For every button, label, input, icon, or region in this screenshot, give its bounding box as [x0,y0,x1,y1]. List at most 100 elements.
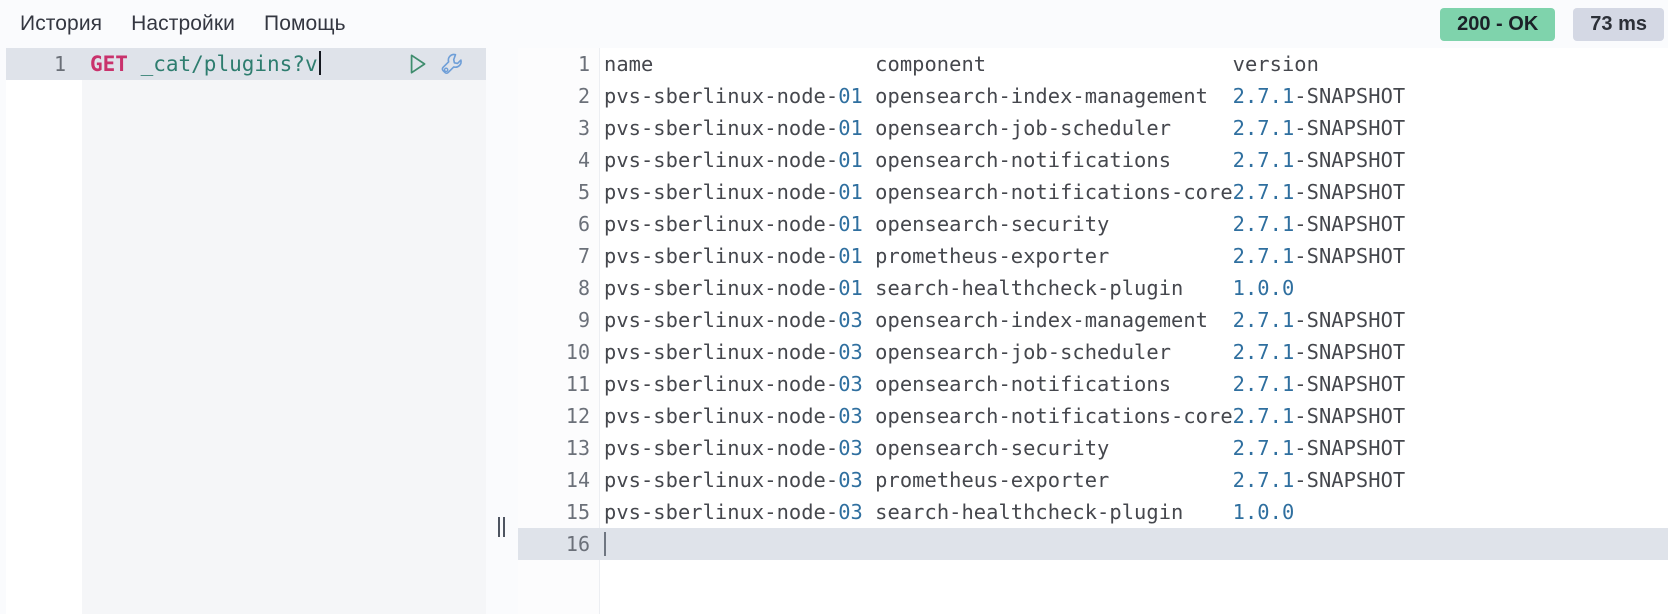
response-line: 4 pvs-sberlinux-node-01 opensearch-notifi… [518,144,1668,176]
numeric-token: 2.7.1 [1232,244,1295,268]
response-header-row: name component version [604,52,1319,76]
response-data-row: pvs-sberlinux-node-03 prometheus-exporte… [604,468,1406,492]
text-cursor [318,51,321,75]
request-line-number: 1 [53,52,66,76]
top-bar: История Настройки Помощь 200 - OK 73 ms [0,0,1668,48]
response-data-row: pvs-sberlinux-node-03 opensearch-securit… [604,436,1406,460]
request-action-icons [404,48,465,80]
response-data-row: pvs-sberlinux-node-01 opensearch-notific… [604,180,1406,204]
response-gutter-edge [599,48,600,614]
pane-divider [492,48,518,614]
numeric-token: 2.7.1 [1232,404,1295,428]
numeric-token: 2.7.1 [1232,180,1295,204]
response-line-number: 13 [565,436,590,460]
status-badge-response-code: 200 - OK [1440,7,1556,41]
response-text-cursor [604,532,606,556]
response-gutter [518,48,600,614]
response-data-row: pvs-sberlinux-node-03 opensearch-notific… [604,372,1406,396]
response-data-row: pvs-sberlinux-node-03 opensearch-job-sch… [604,340,1406,364]
response-pane[interactable]: 1 name component version 2 pvs-sberlinux-no… [518,48,1668,614]
response-line: 13 pvs-sberlinux-node-03 opensearch-secur… [518,432,1668,464]
numeric-token: 01 [838,276,863,300]
numeric-token: 2.7.1 [1232,212,1295,236]
request-method: GET [90,52,128,76]
response-line: 16 [518,528,1668,560]
response-line: 2 pvs-sberlinux-node-01 opensearch-index-… [518,80,1668,112]
request-code-line[interactable]: GET _cat/plugins?v [90,48,321,80]
numeric-token: 2.7.1 [1232,84,1295,108]
pane-resize-handle[interactable] [495,515,507,539]
numeric-token: 2.7.1 [1232,308,1295,332]
numeric-token: 01 [838,180,863,204]
response-line-number: 5 [577,180,590,204]
response-data-row: pvs-sberlinux-node-01 prometheus-exporte… [604,244,1406,268]
response-line-number: 9 [577,308,590,332]
response-line-number: 8 [577,276,590,300]
response-line-number: 1 [577,52,590,76]
request-content [82,48,486,614]
response-line: 1 name component version [518,48,1668,80]
numeric-token: 1.0.0 [1232,500,1295,524]
play-icon[interactable] [404,51,430,77]
numeric-token: 03 [838,404,863,428]
response-data-row: pvs-sberlinux-node-01 opensearch-job-sch… [604,116,1406,140]
response-line-number: 10 [565,340,590,364]
numeric-token: 2.7.1 [1232,372,1295,396]
numeric-token: 01 [838,148,863,172]
wrench-icon[interactable] [439,51,465,77]
numeric-token: 03 [838,436,863,460]
response-line: 9 pvs-sberlinux-node-03 opensearch-index-… [518,304,1668,336]
response-line: 12 pvs-sberlinux-node-03 opensearch-notif… [518,400,1668,432]
request-pane: 1 GET _cat/plugins?v [0,48,492,614]
numeric-token: 01 [838,84,863,108]
response-line-number: 14 [565,468,590,492]
response-line-number: 11 [565,372,590,396]
response-data-row: pvs-sberlinux-node-01 search-healthcheck… [604,276,1295,300]
response-data-row: pvs-sberlinux-node-01 opensearch-notific… [604,148,1406,172]
response-line-number: 4 [577,148,590,172]
response-data-row: pvs-sberlinux-node-01 opensearch-index-m… [604,84,1406,108]
request-gutter [6,48,82,614]
numeric-token: 2.7.1 [1232,468,1295,492]
response-line-number: 15 [565,500,590,524]
response-lines: 1 name component version 2 pvs-sberlinux-no… [518,48,1668,614]
numeric-token: 03 [838,308,863,332]
response-line: 5 pvs-sberlinux-node-01 opensearch-notifi… [518,176,1668,208]
numeric-token: 2.7.1 [1232,148,1295,172]
resize-bar [502,517,505,537]
menu-item-help[interactable]: Помощь [264,12,346,35]
numeric-token: 2.7.1 [1232,436,1295,460]
request-editor[interactable]: 1 GET _cat/plugins?v [6,48,486,614]
response-line-number: 6 [577,212,590,236]
numeric-token: 03 [838,372,863,396]
status-group: 200 - OK 73 ms [1440,0,1664,48]
response-line-number: 16 [565,532,590,556]
response-data-row: pvs-sberlinux-node-03 search-healthcheck… [604,500,1295,524]
numeric-token: 03 [838,340,863,364]
menu-bar: История Настройки Помощь [20,0,346,48]
response-line-number: 12 [565,404,590,428]
numeric-token: 01 [838,212,863,236]
response-line-number: 3 [577,116,590,140]
numeric-token: 03 [838,468,863,492]
numeric-token: 2.7.1 [1232,116,1295,140]
numeric-token: 01 [838,116,863,140]
request-active-line [6,48,486,80]
menu-item-settings[interactable]: Настройки [131,12,236,35]
response-line: 11 pvs-sberlinux-node-03 opensearch-notif… [518,368,1668,400]
response-line-number: 7 [577,244,590,268]
status-badge-duration: 73 ms [1573,7,1664,41]
menu-item-history[interactable]: История [20,12,103,35]
numeric-token: 2.7.1 [1232,340,1295,364]
numeric-token: 03 [838,500,863,524]
response-line: 14 pvs-sberlinux-node-03 prometheus-expor… [518,464,1668,496]
response-line-number: 2 [577,84,590,108]
numeric-token: 1.0.0 [1232,276,1295,300]
request-path: _cat/plugins?v [127,52,318,76]
response-line: 10 pvs-sberlinux-node-03 opensearch-job-s… [518,336,1668,368]
numeric-token: 01 [838,244,863,268]
response-data-row: pvs-sberlinux-node-03 opensearch-index-m… [604,308,1406,332]
response-data-row: pvs-sberlinux-node-03 opensearch-notific… [604,404,1406,428]
